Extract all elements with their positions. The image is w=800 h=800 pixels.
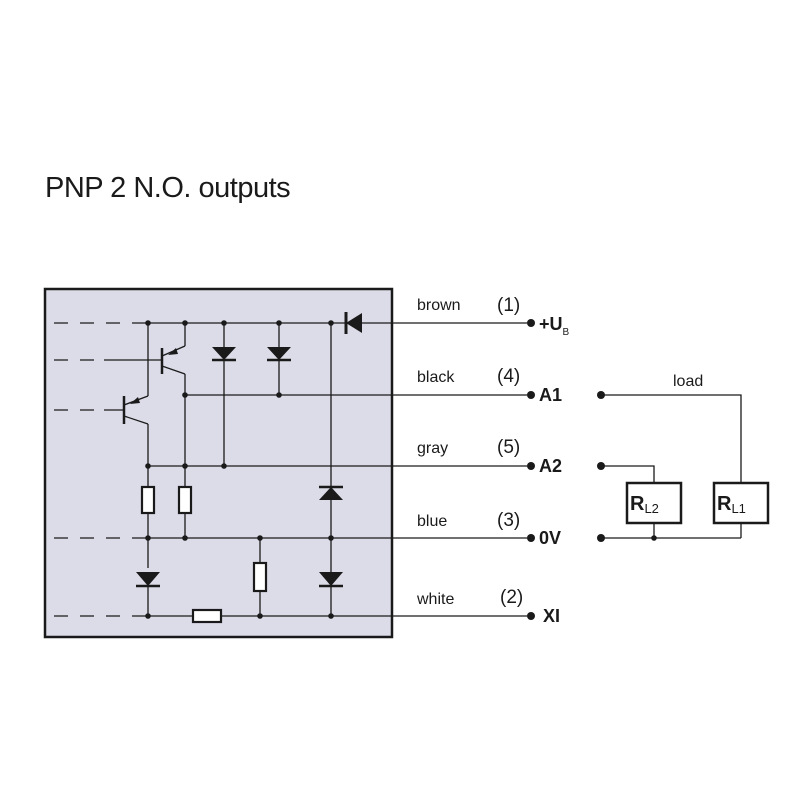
wire-labels: brown black gray blue white <box>416 297 461 608</box>
resistor-r1 <box>140 485 156 515</box>
terminal-a1: A1 <box>539 385 562 405</box>
diode-supply <box>344 312 362 334</box>
resistor-r3 <box>252 561 268 593</box>
terminal-ub-sub: B <box>563 327 570 338</box>
load-rl2-label: R <box>630 493 645 515</box>
pin-number-5: (5) <box>497 437 520 458</box>
load-rl1-label: R <box>717 493 732 515</box>
terminal-0v: 0V <box>539 528 561 548</box>
terminal-xi: XI <box>543 606 560 626</box>
transistor-arrows <box>130 348 178 404</box>
load-resistor-rl2: RL2 <box>625 481 683 525</box>
terminal-a2: A2 <box>539 456 562 476</box>
diagram-title: PNP 2 N.O. outputs <box>45 172 291 204</box>
diode-d5 <box>319 572 343 588</box>
load-rl2-sub: L2 <box>644 501 658 516</box>
resistor-r2 <box>177 485 193 515</box>
pin-number-4: (4) <box>497 366 520 387</box>
load-wiring <box>601 394 742 539</box>
wire-label-black: black <box>417 369 455 386</box>
load-label: load <box>673 373 703 390</box>
svg-text:RL1: RL1 <box>717 493 746 516</box>
wire-label-brown: brown <box>417 297 461 314</box>
wire-label-gray: gray <box>417 440 448 457</box>
pin-number-3: (3) <box>497 510 520 531</box>
terminal-ub: +UB <box>539 314 570 338</box>
resistor-r4 <box>191 608 223 624</box>
pin-number-1: (1) <box>497 295 520 316</box>
dashed-signal-lines <box>54 322 148 617</box>
diode-d3 <box>319 485 343 500</box>
load-rl1-sub: L1 <box>731 501 745 516</box>
diodes <box>136 312 362 588</box>
terminal-ub-label: +U <box>539 314 563 334</box>
load-resistor-rl1: RL1 <box>712 481 770 525</box>
pin-number-2: (2) <box>500 587 523 608</box>
diode-d2 <box>267 347 291 362</box>
wire-label-white: white <box>416 591 454 608</box>
svg-text:RL2: RL2 <box>630 493 659 516</box>
diode-d4 <box>136 572 160 588</box>
wire-label-blue: blue <box>417 513 447 530</box>
terminal-labels: +UB A1 A2 0V XI <box>539 314 570 626</box>
diode-d1 <box>212 347 236 362</box>
terminal-dots <box>527 319 605 620</box>
pin-numbers: (1) (4) (5) (3) (2) <box>497 295 523 608</box>
resistors <box>140 485 268 624</box>
